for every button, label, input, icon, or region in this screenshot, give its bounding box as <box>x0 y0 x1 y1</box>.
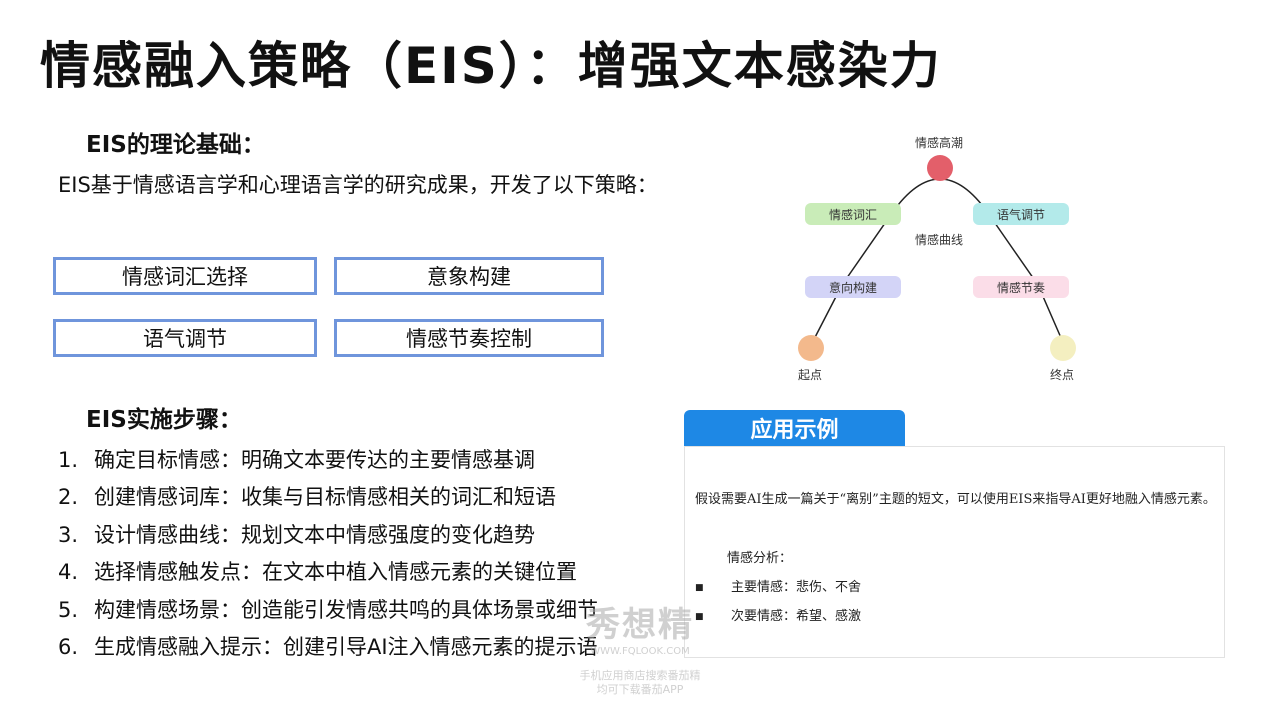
watermark-url: WWW.FQLOOK.COM <box>590 646 690 657</box>
list-item: 3.设计情感曲线：规划文本中情感强度的变化趋势 <box>58 522 535 547</box>
watermark-line2: 均可下载番茄APP <box>596 683 684 696</box>
bullet-icon: ■ <box>695 582 704 593</box>
steps-list: 1.确定目标情感：明确文本要传达的主要情感基调 2.创建情感词库：收集与目标情感… <box>58 442 698 666</box>
tag-right-lower: 情感节奏 <box>973 276 1069 298</box>
list-item: 6.生成情感融入提示：创建引导AI注入情感元素的提示语 <box>58 634 598 659</box>
theory-intro: EIS基于情感语言学和心理语言学的研究成果，开发了以下策略： <box>58 173 658 197</box>
end-dot <box>1050 335 1076 361</box>
analysis-label: 情感分析： <box>727 551 793 566</box>
end-label: 终点 <box>1050 368 1075 382</box>
list-item: 4.选择情感触发点：在文本中植入情感元素的关键位置 <box>58 560 577 585</box>
watermark-line1: 手机应用商店搜索番茄精 <box>579 669 701 682</box>
strategy-box-rhythm: 情感节奏控制 <box>334 319 604 357</box>
bullet-icon: ■ <box>695 611 704 622</box>
emotion-curve-diagram: 情感高潮 情感词汇 语气调节 情感曲线 意向构建 情感节奏 起点 终点 <box>780 125 1110 390</box>
example-header: 应用示例 <box>684 410 905 446</box>
example-box: 假设需要AI生成一篇关于“离别”主题的短文，可以使用EIS来指导AI更好地融入情… <box>684 446 1225 658</box>
list-item: ■次要情感：希望、感激 <box>695 609 862 624</box>
list-item: 1.确定目标情感：明确文本要传达的主要情感基调 <box>58 448 535 472</box>
list-item: ■主要情感：悲伤、不舍 <box>695 580 862 595</box>
tag-left-lower: 意向构建 <box>805 276 901 298</box>
curve-label: 情感曲线 <box>915 233 964 247</box>
list-item: 2.创建情感词库：收集与目标情感相关的词汇和短语 <box>58 485 556 510</box>
start-label: 起点 <box>798 368 823 382</box>
peak-dot <box>927 155 953 181</box>
strategy-box-emotion-vocab: 情感词汇选择 <box>53 257 317 295</box>
tag-left-upper: 情感词汇 <box>805 203 901 225</box>
list-item: 5.构建情感场景：创造能引发情感共鸣的具体场景或细节 <box>58 597 598 622</box>
strategy-box-imagery: 意象构建 <box>334 257 604 295</box>
page-title: 情感融入策略（EIS）：增强文本感染力 <box>40 37 942 95</box>
tag-right-upper: 语气调节 <box>973 203 1069 225</box>
theory-heading: EIS的理论基础： <box>86 132 265 158</box>
start-dot <box>798 335 824 361</box>
watermark: 秀想精 WWW.FQLOOK.COM 手机应用商店搜索番茄精 均可下载番茄APP <box>570 605 710 697</box>
example-paragraph: 假设需要AI生成一篇关于“离别”主题的短文，可以使用EIS来指导AI更好地融入情… <box>695 492 1216 507</box>
peak-label: 情感高潮 <box>915 136 964 150</box>
steps-heading: EIS实施步骤： <box>86 407 242 433</box>
watermark-logo: 秀想精 <box>586 605 694 645</box>
strategy-box-tone: 语气调节 <box>53 319 317 357</box>
